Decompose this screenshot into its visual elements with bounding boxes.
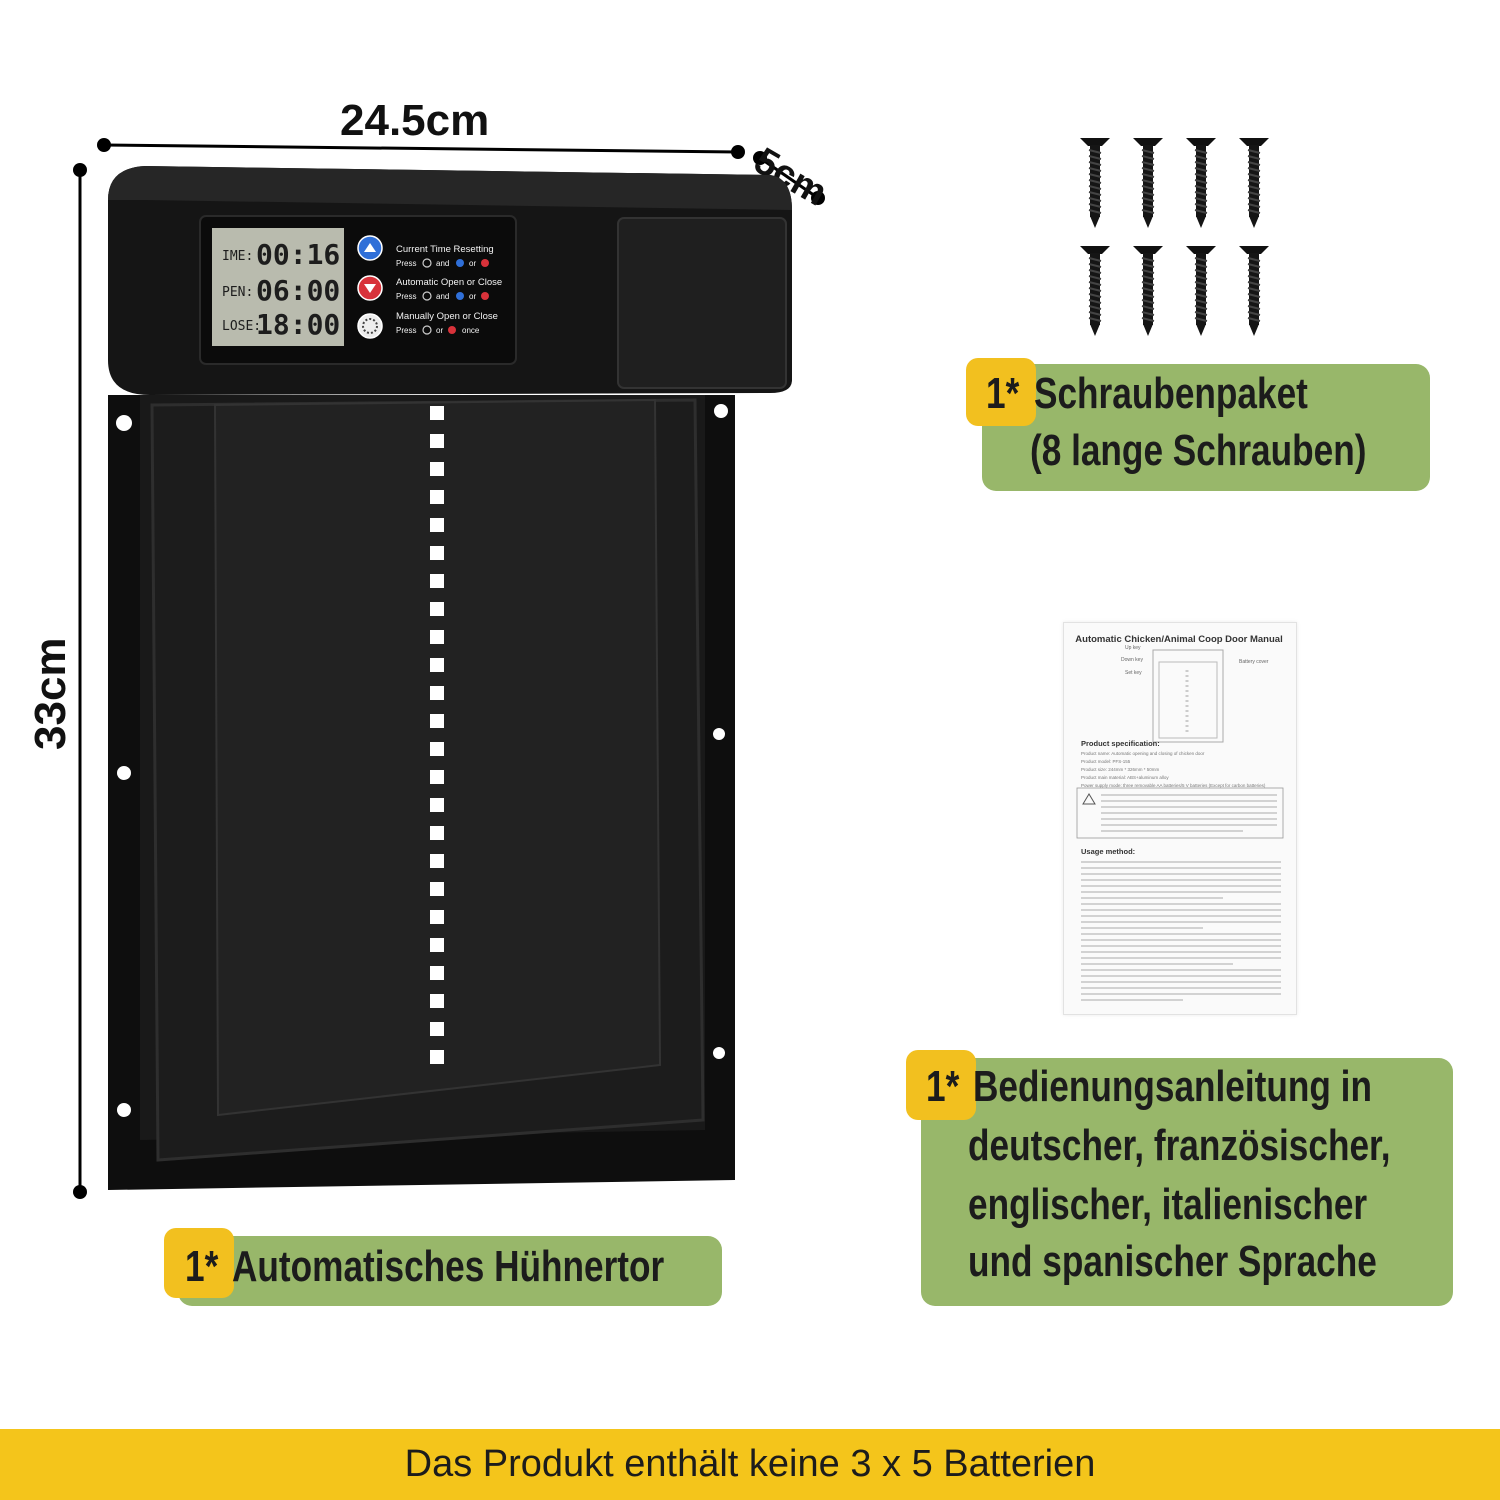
manual-page: Automatic Chicken/Animal Coop Door Manua… <box>1075 634 1284 1001</box>
manual-qty-badge <box>906 1050 976 1120</box>
manual-spec-line: Product model: PFS-155 <box>1081 759 1131 764</box>
key-title-auto: Automatic Open or Close <box>396 277 502 288</box>
manual-label-set: Set key <box>1125 670 1142 676</box>
manual-qty: 1* <box>926 1062 960 1111</box>
lcd-label-time: IME: <box>222 249 253 264</box>
key1-press: Press <box>396 259 416 268</box>
screws-label-box <box>982 364 1430 491</box>
lcd-time-open: 06:00 <box>256 274 340 307</box>
key3-or: or <box>436 326 443 335</box>
warning-icon <box>1082 793 1096 805</box>
key1-or: or <box>469 259 476 268</box>
door-label-box <box>178 1236 722 1306</box>
control-keys: Current Time Resetting Press and or Auto… <box>357 235 502 339</box>
footer-text: Das Produkt enthält keine 3 x 5 Batterie… <box>404 1443 1096 1485</box>
manual-label-up: Up key <box>1125 645 1141 651</box>
manual-label-battery: Battery cover <box>1239 659 1269 665</box>
manual-spec-title: Product specification: <box>1081 739 1160 748</box>
manual-label-line3: englischer, italienischer <box>968 1180 1368 1229</box>
footer-banner <box>0 1429 1500 1500</box>
manual-label-down: Down key <box>1121 657 1143 663</box>
door-qty-badge <box>164 1228 234 1298</box>
lcd-label-close: LOSE: <box>222 319 261 334</box>
key2-press: Press <box>396 292 416 301</box>
key-title-time-reset: Current Time Resetting <box>396 244 494 255</box>
manual-title: Automatic Chicken/Animal Coop Door Manua… <box>1075 634 1282 645</box>
lcd-label-open: PEN: <box>222 285 253 300</box>
manual-label-line1: Bedienungsanleitung in <box>973 1062 1372 1111</box>
door-qty: 1* <box>185 1242 219 1291</box>
key3-once: once <box>462 326 480 335</box>
screws-image <box>1080 137 1270 337</box>
manual-spec-line: Product main material: ABS+aluminum allo… <box>1081 775 1169 780</box>
key2-and: and <box>436 292 449 301</box>
screws-label-line2: (8 lange Schrauben) <box>1030 426 1367 475</box>
lcd-display: IME: 00:16 PEN: 06:00 LOSE: 18:00 <box>222 238 340 341</box>
key1-and: and <box>436 259 449 268</box>
manual-label-line4: und spanischer Sprache <box>968 1237 1377 1286</box>
key2-or: or <box>469 292 476 301</box>
manual-spec-line: Power supply mode: three removable AA ba… <box>1081 783 1266 788</box>
door-label: Automatisches Hühnertor <box>232 1242 665 1291</box>
manual-usage-title: Usage method: <box>1081 847 1135 856</box>
key-title-manual: Manually Open or Close <box>396 311 498 322</box>
width-dimension: 24.5cm <box>340 96 490 145</box>
lcd-time-current: 00:16 <box>256 238 340 271</box>
lcd-time-close: 18:00 <box>256 308 340 341</box>
manual-label-line2: deutscher, französischer, <box>968 1121 1391 1170</box>
screws-qty: 1* <box>986 369 1020 418</box>
manual-spec-line: Product size: 244mm * 326mm * 50mm <box>1081 767 1160 772</box>
manual-spec-line: Product name: Automatic opening and clos… <box>1081 751 1205 756</box>
manual-label-box <box>921 1058 1453 1306</box>
key3-press: Press <box>396 326 416 335</box>
screws-qty-badge <box>966 358 1036 426</box>
screws-label-line1: Schraubenpaket <box>1034 369 1308 418</box>
gear-icon <box>357 313 383 339</box>
